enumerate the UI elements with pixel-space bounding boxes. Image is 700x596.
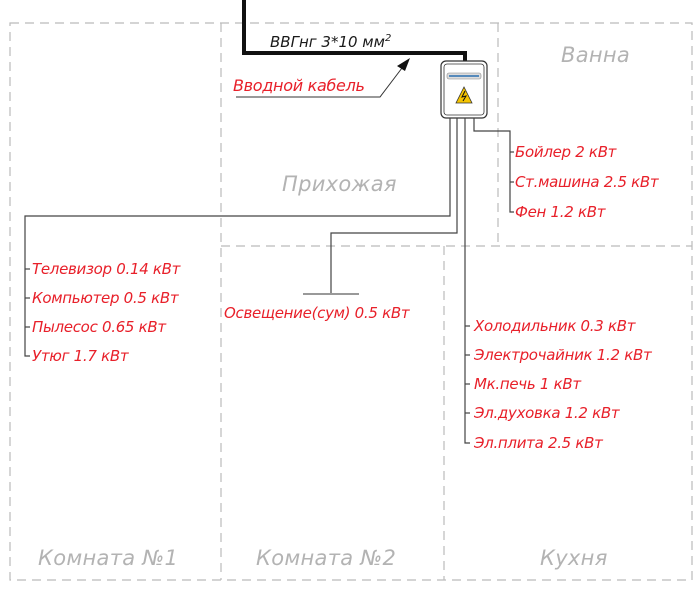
load-label: Ст.машина 2.5 кВт xyxy=(515,173,659,191)
lighting-label: Освещение(сум) 0.5 кВт xyxy=(224,304,410,322)
circuit-wires xyxy=(24,118,514,444)
load-label: Утюг 1.7 кВт xyxy=(32,347,129,365)
room-borders xyxy=(9,22,693,581)
load-label: Компьютер 0.5 кВт xyxy=(32,289,179,307)
room-label-kitchen: Кухня xyxy=(540,546,608,570)
load-label: Эл.духовка 1.2 кВт xyxy=(474,404,620,422)
load-label: Фен 1.2 кВт xyxy=(515,203,606,221)
room-label-room2: Комната №2 xyxy=(256,546,397,570)
load-label: Мк.печь 1 кВт xyxy=(474,375,581,393)
cable-arrow xyxy=(236,58,410,98)
electrical-panel-icon xyxy=(440,60,488,119)
load-label: Телевизор 0.14 кВт xyxy=(32,260,181,278)
room-label-bath: Ванна xyxy=(561,43,631,67)
load-label: Холодильник 0.3 кВт xyxy=(474,317,636,335)
load-label: Бойлер 2 кВт xyxy=(515,143,617,161)
load-label: Эл.плита 2.5 кВт xyxy=(474,434,603,452)
input-cable-caption: Вводной кабель xyxy=(233,76,365,95)
room-label-room1: Комната №1 xyxy=(38,546,179,570)
input-cable xyxy=(242,0,467,63)
load-label: Электрочайник 1.2 кВт xyxy=(474,346,652,364)
load-label: Пылесос 0.65 кВт xyxy=(32,318,166,336)
cable-spec-label: ВВГнг 3*10 мм2 xyxy=(270,33,392,51)
room-label-hall: Прихожая xyxy=(282,172,397,196)
